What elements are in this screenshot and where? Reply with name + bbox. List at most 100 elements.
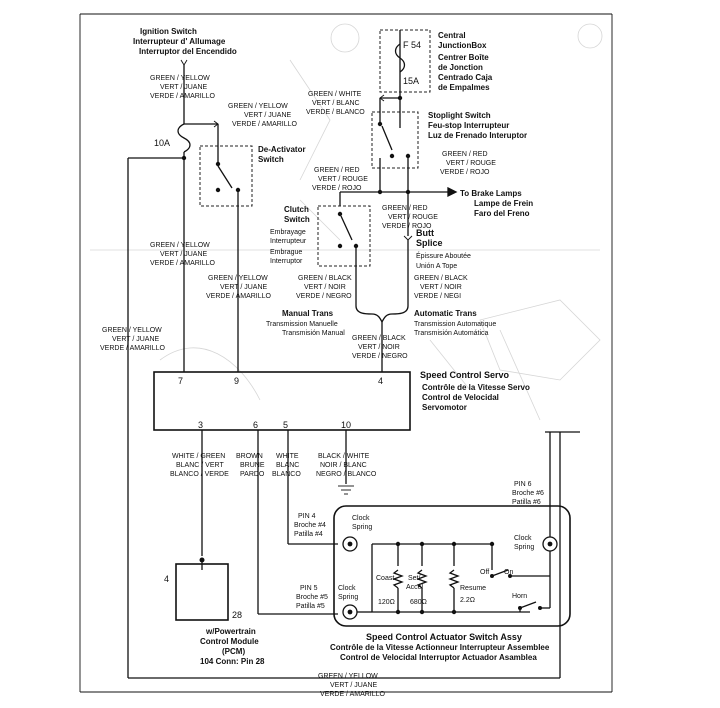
clock-spring-icon-left-top [342,536,358,552]
servo-es: Control de Velocidal [422,393,499,402]
off-label: Off [480,569,489,576]
deactivator-title-2: Switch [258,155,284,164]
servo-pin-7: 7 [178,376,183,386]
brace-icon [355,305,409,324]
pin6-label-1: PIN 6 [514,481,532,488]
background-ghost-art [90,23,603,421]
wire-label-wg-1: WHITE / GREEN [172,453,225,460]
pin4-label-3: Patilla #4 [294,531,323,538]
clutch-fr-2: Interrupteur [270,238,307,245]
set-ohm: 680Ω [410,599,427,606]
wire-label-brown-3: PARDO [240,471,265,478]
wire-label-brown-1: BROWN [236,453,263,460]
wire-label-gw-3: VERDE / BLANCO [306,109,365,116]
deactivator-feed-wire: GREEN / YELLOW VERT / JUANE VERDE / AMAR… [184,103,298,146]
wire-label-bw-1: BLACK / WHITE [318,453,370,460]
wire-label-gy-left-3: VERDE / AMARILLO [100,345,166,352]
wire-label-gy-mid-3: VERDE / AMARILLO [150,260,216,267]
fuse-f54-icon [394,43,406,73]
wire-label-gy-bottom-2: VERT / JUANE [330,682,378,689]
wire-label-gy-deact-out-2: VERT / JUANE [220,284,268,291]
clock-spring-c-1: Clock [514,535,532,542]
wire-label-gy-deact-3: VERDE / AMARILLO [232,121,298,128]
wire-label-gb-right-3: VERDE / NEGI [414,293,461,300]
wire-label-gr-stop-1: GREEN / RED [442,151,488,158]
wire-label-gr-stop-3: VERDE / ROJO [440,169,490,176]
fuse-f54-label: F 54 [403,40,421,50]
stoplight-title: Stoplight Switch [428,111,491,120]
horn-label: Horn [512,593,527,600]
servo-title: Speed Control Servo [420,370,510,380]
pcm-line-4: 104 Conn: Pin 28 [200,657,265,666]
stoplight-switch: Stoplight Switch Feu-stop Interrupteur L… [312,110,527,192]
coast-ohm: 120Ω [378,599,395,606]
wire-label-bw-2: NOIR / BLANC [320,462,367,469]
pin4-label-2: Broche #4 [294,522,326,529]
connector-chevron-icon [180,59,188,66]
fuse-10a-icon [177,123,191,153]
servo-pin-5: 5 [283,420,288,430]
clutch-switch: Clutch Switch Embrayage Interrupteur Emb… [270,205,371,306]
clock-spring-a-1: Clock [352,515,370,522]
brake-lamps-es: Faro del Freno [474,209,530,218]
pin5-label-3: Patilla #5 [296,603,325,610]
wire-label-gr-left-1: GREEN / RED [314,167,360,174]
cjb-fr-2: de Jonction [438,63,483,72]
wire-label-gw-2: VERT / BLANC [312,100,360,107]
wire-label-gy-deact-out-1: GREEN / YELLOW [208,275,268,282]
pcm-pin-28: 28 [232,610,242,620]
butt-splice-es: Unión A Tope [416,263,457,270]
clock-spring-b-2: Spring [338,594,358,601]
wire-label-brown-2: BRUNE [240,462,265,469]
stoplight-es: Luz de Frenado Interuptor [428,131,527,140]
resume-label: Resume [460,585,486,592]
deactivator-title-1: De-Activator [258,145,306,154]
actuator-title-es: Control de Velocidal Interruptor Actuado… [340,653,537,662]
wire-label-gr-right-2: VERT / ROUGE [388,214,438,221]
wire-label-gy-top-2: VERT / JUANE [160,84,208,91]
wire-label-gy-left-2: VERT / JUANE [112,336,160,343]
central-junction-box: F 54 15A Central JunctionBox Centrer Boî… [306,29,493,116]
clock-spring-c-2: Spring [514,544,534,551]
wire-label-gr-left-3: VERDE / ROJO [312,185,362,192]
wire-label-gr-stop-2: VERT / ROUGE [446,160,496,167]
wire-label-gr-right-1: GREEN / RED [382,205,428,212]
brake-lamps-fr: Lampe de Frein [474,199,533,208]
clock-spring-a-2: Spring [352,524,372,531]
wire-label-gb-servo-3: VERDE / NEGRO [352,353,408,360]
wire-label-gy-top-3: VERDE / AMARILLO [150,93,216,100]
set-label-2: Accel [406,584,424,591]
wire-label-wg-3: BLANCO / VERDE [170,471,229,478]
trans-brace: Manual Trans Transmission Manuelle Trans… [266,305,496,372]
pin6-label-3: Patilla #6 [512,499,541,506]
servo-pin-9: 9 [234,376,239,386]
manual-trans-fr: Transmission Manuelle [266,321,338,328]
resume-ohm: 2.2Ω [460,597,475,604]
pin4-label-1: PIN 4 [298,513,316,520]
auto-trans-fr: Transmission Automatique [414,321,496,328]
wire-label-gy-deact-1: GREEN / YELLOW [228,103,288,110]
wire-label-gw-1: GREEN / WHITE [308,91,362,98]
clutch-fr-1: Embrayage [270,229,306,236]
wire-label-gb-servo-2: VERT / NOIR [358,344,400,351]
page-border [79,13,613,693]
wire-label-gy-top-1: GREEN / YELLOW [150,75,210,82]
wire-label-gb-servo-1: GREEN / BLACK [352,335,406,342]
clutch-title-1: Clutch [284,205,309,214]
wire-label-gy-left-1: GREEN / YELLOW [102,327,162,334]
brake-lamps-en: To Brake Lamps [460,189,522,198]
cjb-es-2: de Empalmes [438,83,490,92]
clutch-es-1: Embrague [270,249,302,256]
clutch-title-2: Switch [284,215,310,224]
wire-label-white-3: BLANCO [272,471,301,478]
actuator-title-en: Speed Control Actuator Switch Assy [366,632,522,642]
servo-pin-6: 6 [253,420,258,430]
resistor-set-icon [416,569,428,589]
actuator-switch-assy: PIN 4 Broche #4 Patilla #4 PIN 5 Broche … [294,432,571,662]
wire-label-gb-right-2: VERT / NOIR [420,284,462,291]
ignition-fr: Interrupteur d' Allumage [133,37,226,46]
stoplight-fr: Feu-stop Interrupteur [428,121,509,130]
pin6-label-2: Broche #6 [512,490,544,497]
coast-label: Coast [376,575,394,582]
